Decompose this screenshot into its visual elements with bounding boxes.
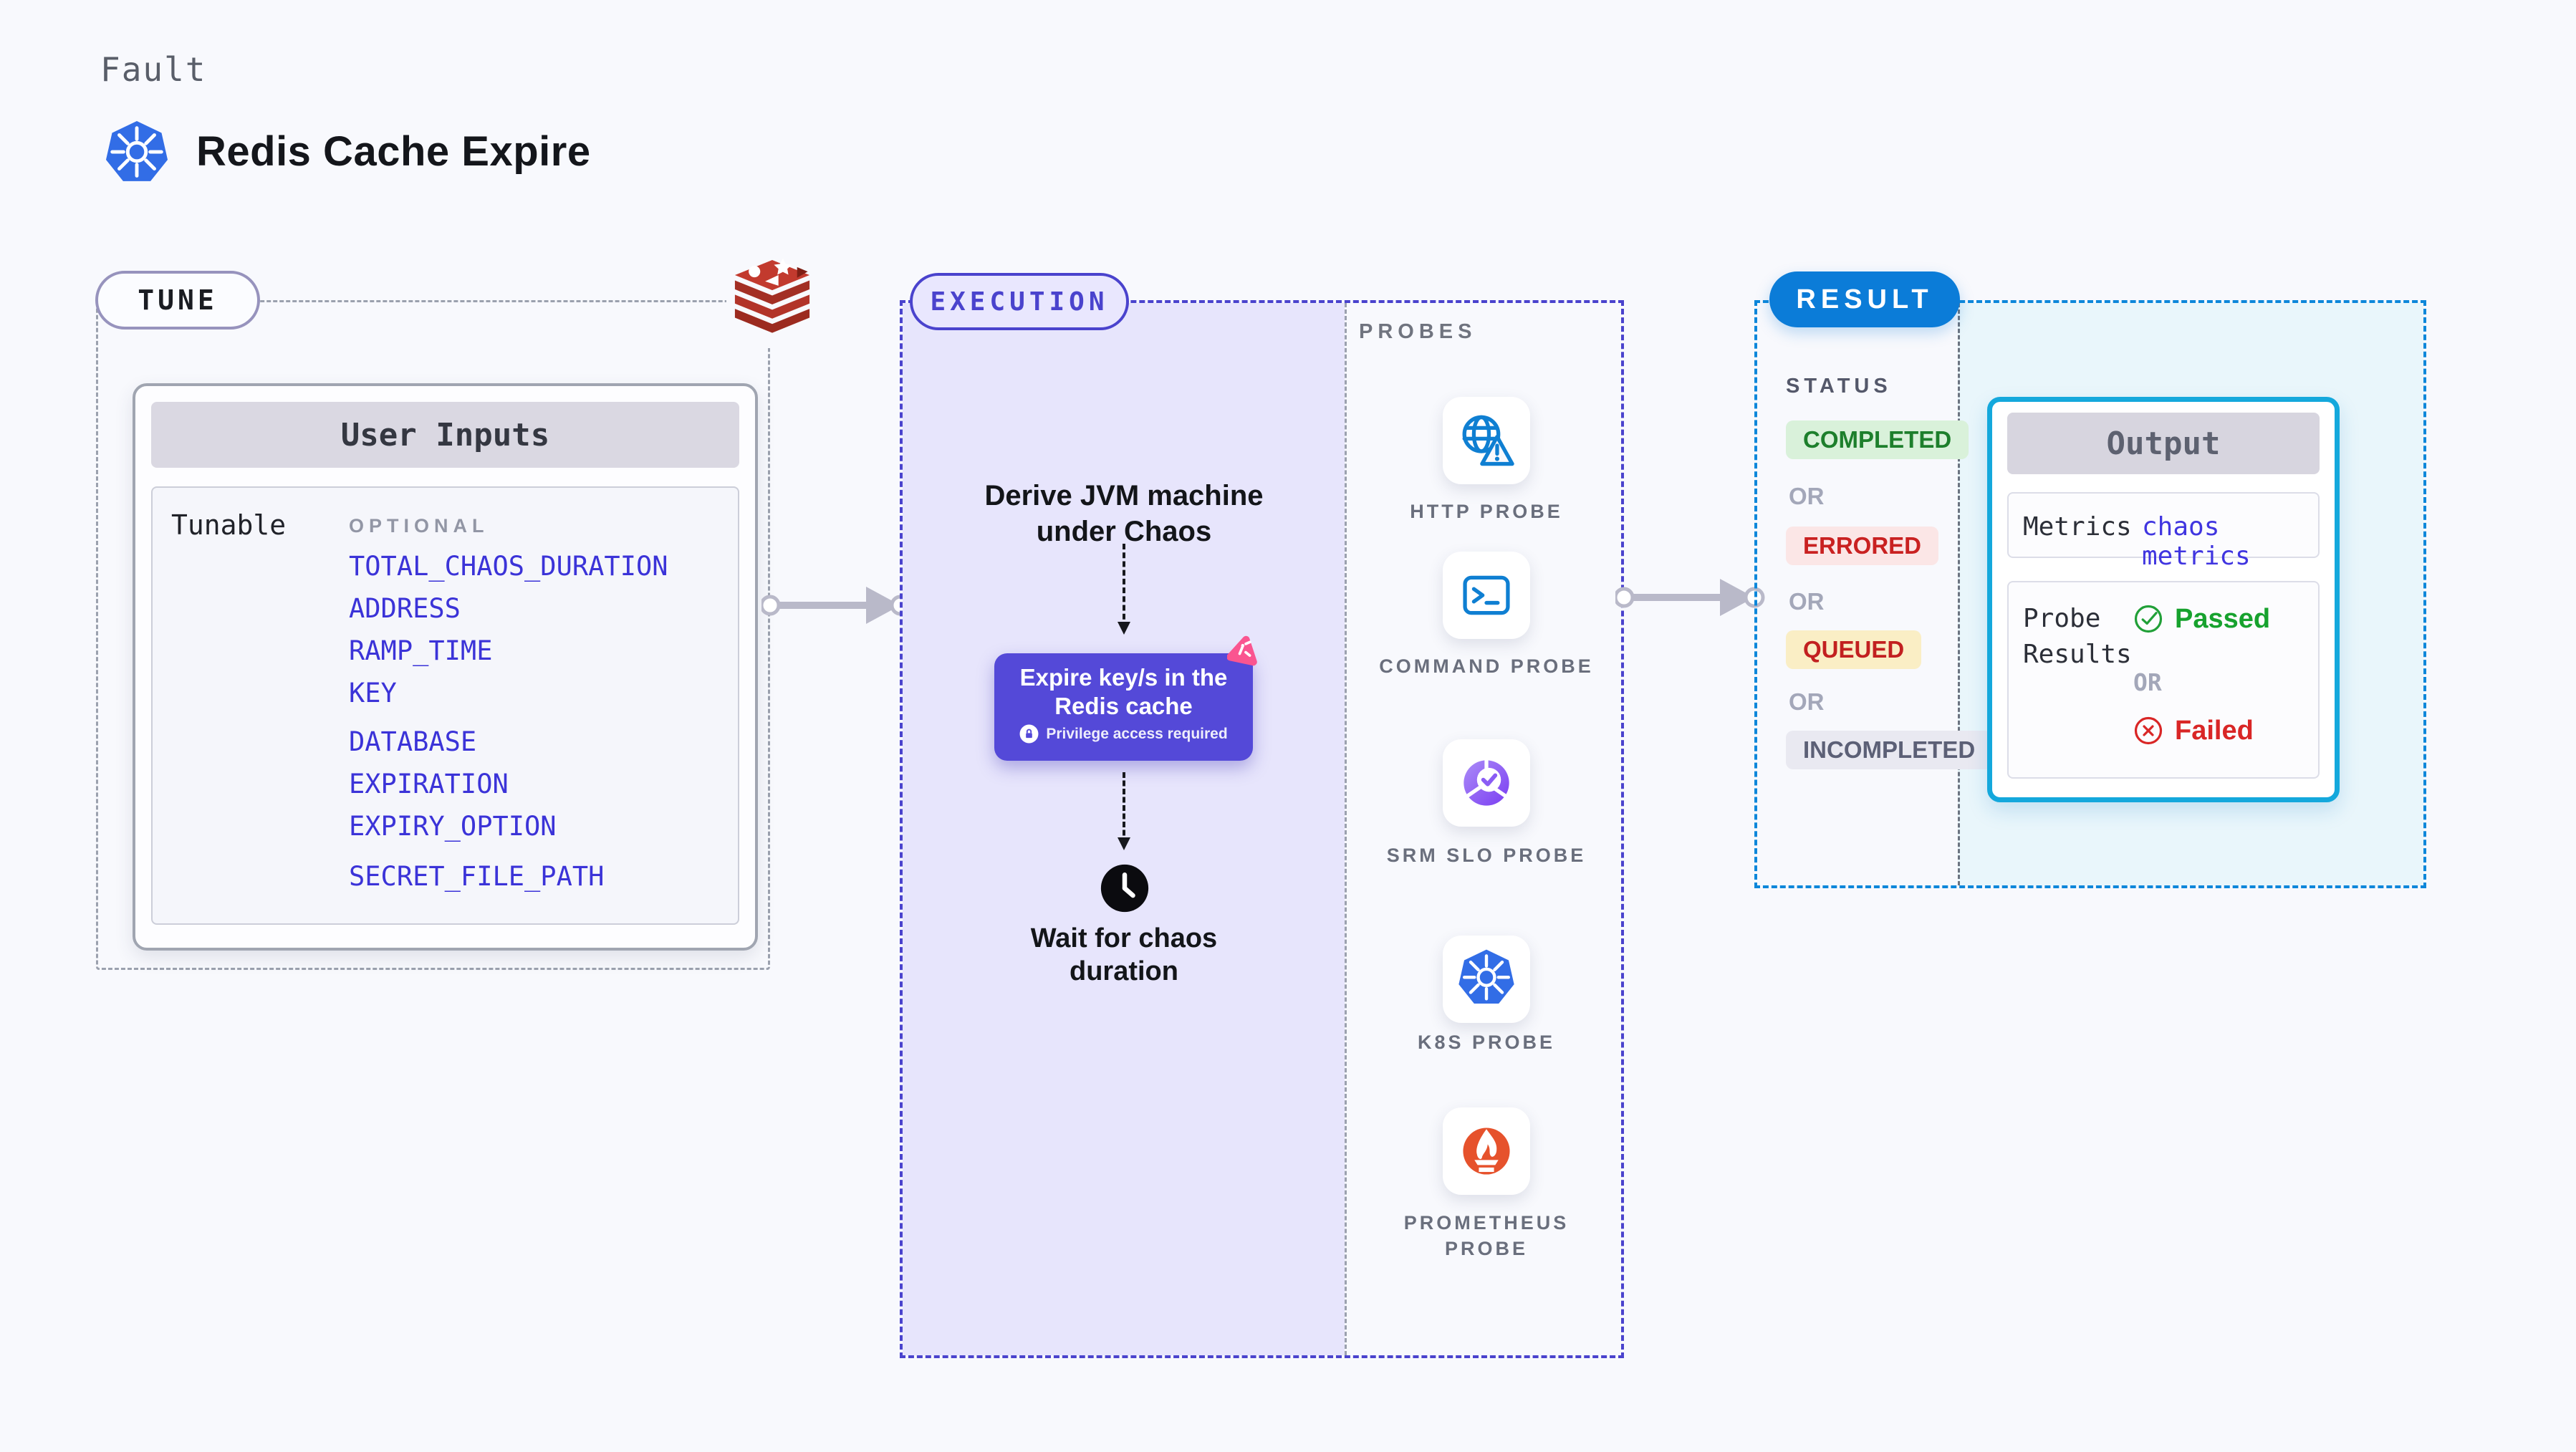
or-separator: OR: [1789, 483, 1825, 509]
chaos-action-card: Expire key/s in the Redis cache Privileg…: [994, 635, 1257, 761]
privilege-note: Privilege access required: [994, 724, 1253, 744]
k8s-probe-card: [1443, 936, 1530, 1023]
probe-results-label: Probe Results: [2023, 604, 2132, 669]
chaos-icon: [1226, 635, 1260, 666]
param-expiry-option: EXPIRY_OPTION: [349, 811, 557, 842]
tune-section: TUNE User Inputs Tunable OPTIONAL TOTAL_…: [95, 255, 818, 970]
result-badge: RESULT: [1769, 271, 1960, 327]
fault-kicker: Fault: [100, 50, 207, 89]
tunables-panel: Tunable OPTIONAL TOTAL_CHAOS_DURATION AD…: [151, 486, 739, 925]
user-inputs-card: User Inputs Tunable OPTIONAL TOTAL_CHAOS…: [133, 383, 758, 951]
flow-arrow-2: [1118, 772, 1130, 850]
param-ramp-time: RAMP_TIME: [349, 635, 493, 666]
tunable-row-label: Tunable: [171, 509, 287, 541]
output-card: Output Metrics chaos metrics Probe Resul…: [1987, 397, 2340, 802]
param-key: KEY: [349, 678, 397, 708]
http-probe-card: [1443, 397, 1530, 484]
result-section: RESULT STATUS COMPLETED OR ERRORED OR QU…: [1754, 271, 2426, 888]
srm-slo-probe-card: [1443, 739, 1530, 827]
clock-icon: [1099, 862, 1150, 914]
status-output-divider: [1958, 303, 1960, 885]
prometheus-probe-label: PROMETHEUS PROBE: [1403, 1212, 1570, 1259]
param-total-chaos-duration: TOTAL_CHAOS_DURATION: [349, 551, 668, 582]
probe-result-failed: Failed: [2132, 714, 2254, 747]
terminal-icon: [1463, 575, 1510, 615]
command-probe-label: COMMAND PROBE: [1379, 655, 1594, 677]
privilege-note-text: Privilege access required: [1046, 725, 1228, 742]
x-circle-icon: [2134, 716, 2163, 745]
slo-donut-icon: [1464, 759, 1509, 806]
lock-icon: [1019, 724, 1039, 744]
param-secret-file-path: SECRET_FILE_PATH: [349, 861, 605, 892]
prometheus-icon: [1463, 1128, 1510, 1175]
arrow-execution-to-result: [1615, 579, 1765, 616]
wait-step-text: Wait for chaos duration: [1030, 923, 1218, 986]
status-incompleted-badge: INCOMPLETED: [1786, 731, 1993, 769]
metrics-label: Metrics: [2023, 512, 2132, 542]
probe-result-passed: Passed: [2132, 602, 2270, 635]
derive-step-text: Derive JVM machine under Chaos: [984, 480, 1264, 547]
or-separator: OR: [2133, 668, 2162, 696]
chaos-action-title: Expire key/s in the Redis cache: [1019, 664, 1228, 719]
metrics-value: chaos metrics: [2142, 512, 2251, 571]
failed-label: Failed: [2175, 715, 2254, 746]
probes-divider: [1345, 303, 1347, 1355]
execution-section: EXECUTION Derive JVM machine under Chaos: [900, 273, 1624, 1358]
status-queued-badge: QUEUED: [1786, 630, 1922, 669]
arrow-tune-to-execution: [761, 587, 911, 624]
status-errored-badge: ERRORED: [1786, 527, 1939, 565]
page-title: Redis Cache Expire: [196, 128, 591, 175]
tune-badge: TUNE: [95, 271, 260, 330]
srm-slo-probe-label: SRM SLO PROBE: [1386, 845, 1587, 866]
passed-label: Passed: [2175, 603, 2271, 634]
redis-icon: [726, 255, 818, 348]
status-completed-badge: COMPLETED: [1786, 420, 1969, 459]
execution-badge: EXECUTION: [910, 273, 1129, 330]
http-probe-label: HTTP PROBE: [1410, 501, 1563, 522]
probes-column-label: PROBES: [1359, 320, 1477, 343]
or-separator: OR: [1789, 688, 1825, 715]
optional-group-label: OPTIONAL: [349, 515, 489, 537]
command-probe-card: [1443, 552, 1530, 639]
status-column-label: STATUS: [1786, 375, 1892, 398]
tunable-params-list: TOTAL_CHAOS_DURATION ADDRESS RAMP_TIME K…: [349, 551, 668, 903]
globe-warning-icon: [1462, 415, 1514, 466]
flow-arrow-1: [1118, 544, 1130, 635]
kubernetes-icon: [1458, 949, 1514, 1004]
or-separator: OR: [1789, 588, 1825, 615]
output-title: Output: [2007, 413, 2320, 474]
probe-results-row: Probe Results Passed OR Failed: [2007, 581, 2320, 779]
param-address: ADDRESS: [349, 593, 461, 624]
check-circle-icon: [2134, 605, 2163, 633]
metrics-row: Metrics chaos metrics: [2007, 492, 2320, 571]
user-inputs-title: User Inputs: [151, 402, 739, 468]
prometheus-probe-card: [1443, 1107, 1530, 1195]
kubernetes-icon: [102, 119, 172, 189]
k8s-probe-label: K8S PROBE: [1417, 1032, 1556, 1053]
param-database: DATABASE: [349, 726, 477, 757]
param-expiration: EXPIRATION: [349, 769, 509, 799]
